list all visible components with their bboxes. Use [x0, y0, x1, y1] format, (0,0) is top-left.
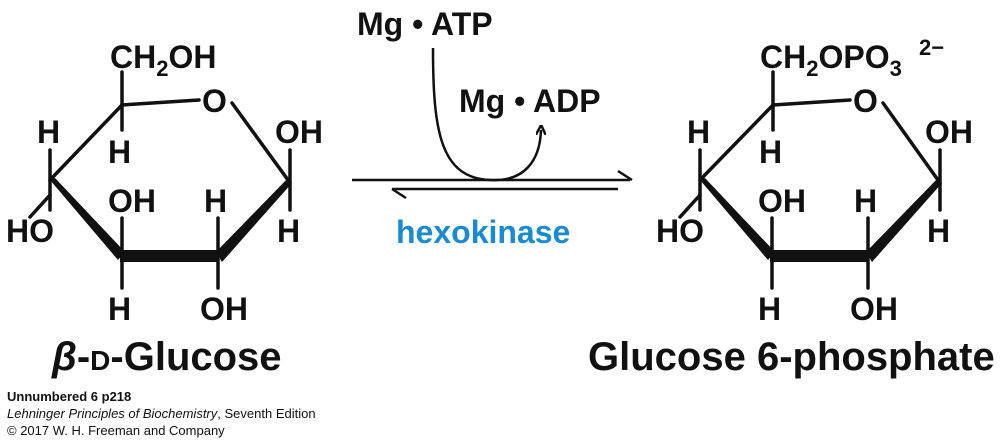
bond-c5-o — [120, 98, 201, 107]
c3-h-label: H — [108, 291, 131, 327]
figure-id: Unnumbered 6 p218 — [7, 389, 132, 404]
book-title: Lehninger Principles of Biochemistry — [7, 406, 218, 421]
p-c3-h-label: H — [758, 291, 781, 327]
p-wedge-c4-c3 — [700, 178, 775, 260]
beta-d-glucose-structure: CH2OH O H H HO OH H OH H H OH β-D-Glucos… — [6, 39, 323, 379]
c5-h-label: H — [108, 134, 131, 170]
enzyme-label: hexokinase — [396, 214, 570, 250]
p-c2-oh-label: OH — [850, 291, 898, 327]
p-bond-o-c1 — [881, 101, 940, 182]
wedge-c3-c2 — [120, 250, 218, 262]
p-c1-oh-label: OH — [925, 114, 973, 150]
ch2opo3-label: CH2OPO3 — [760, 39, 902, 81]
mg-adp-label: Mg • ADP — [459, 83, 601, 119]
p-c4-ho-label: HO — [656, 213, 704, 249]
book-edition: , Seventh Edition — [217, 406, 316, 421]
product-name: Glucose 6-phosphate — [588, 335, 995, 379]
c4-ho-label: HO — [6, 213, 54, 249]
c1-h-label: H — [277, 213, 300, 249]
p-c3-oh-label: OH — [758, 183, 806, 219]
ring-oxygen-label: O — [202, 83, 227, 119]
phosphate-charge-label: 2− — [919, 35, 944, 60]
reverse-arrow-head — [391, 187, 407, 200]
p-bond-c5-c4 — [698, 103, 775, 182]
cosubstrate-curved-arrow — [431, 47, 541, 182]
p-c1-h-label: H — [927, 213, 950, 249]
glucose-6-phosphate-structure: CH2OPO3 2− O H H HO OH H OH H H OH Gluco… — [588, 35, 995, 379]
p-c2-h-label: H — [854, 183, 877, 219]
c4-h-label: H — [37, 114, 60, 150]
ch2oh-label: CH2OH — [110, 39, 216, 81]
p-ring-oxygen-label: O — [853, 83, 878, 119]
p-c4-h-label: H — [687, 114, 710, 150]
p-wedge-c3-c2 — [770, 250, 868, 262]
c2-oh-label: OH — [200, 291, 248, 327]
c1-oh-label: OH — [275, 114, 323, 150]
c3-oh-label: OH — [108, 183, 156, 219]
forward-arrow-head — [617, 169, 633, 182]
wedge-c4-c3 — [50, 178, 125, 260]
bond-c4-ho — [28, 193, 52, 219]
reaction-arrows — [352, 47, 633, 200]
mg-atp-label: Mg • ATP — [357, 6, 493, 42]
book-citation: Lehninger Principles of Biochemistry, Se… — [7, 406, 316, 421]
p-wedge-c2-c1 — [866, 178, 942, 262]
p-bond-c4-ho — [678, 193, 702, 219]
p-c5-h-label: H — [759, 134, 782, 170]
bond-o-c1 — [230, 101, 290, 182]
bond-c5-c4 — [48, 103, 124, 182]
p-bond-c5-o — [771, 98, 852, 107]
copyright: © 2017 W. H. Freeman and Company — [7, 423, 225, 438]
reactant-name: β-D-Glucose — [51, 335, 282, 379]
wedge-c2-c1 — [216, 178, 292, 262]
c2-h-label: H — [204, 183, 227, 219]
